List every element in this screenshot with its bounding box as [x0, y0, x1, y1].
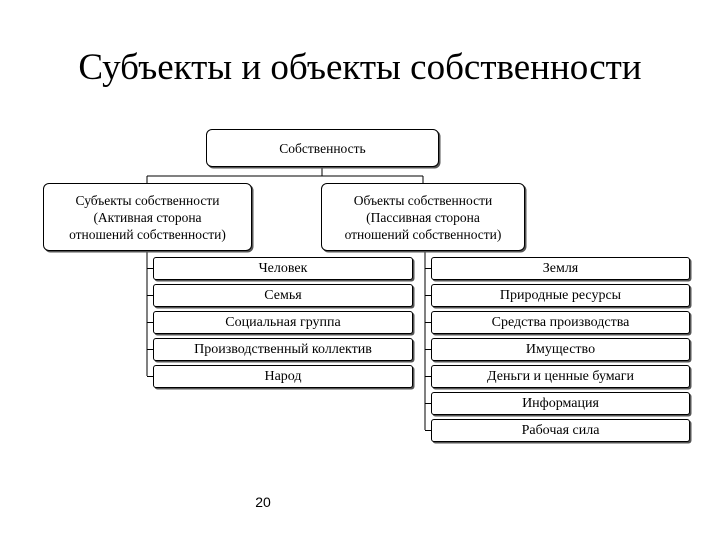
- objects-line-1: Объекты собственности: [353, 192, 493, 208]
- objects-item-label: Рабочая сила: [521, 423, 600, 438]
- objects-item: Имущество: [431, 338, 690, 361]
- objects-item: Средства производства: [431, 311, 690, 334]
- objects-item-label: Информация: [522, 396, 599, 411]
- objects-item-label: Природные ресурсы: [499, 288, 622, 303]
- objects-item-label: Деньги и ценные бумаги: [487, 369, 634, 384]
- subjects-line-1: Субъекты собственности: [75, 192, 220, 208]
- subjects-item: Семья: [153, 284, 413, 307]
- objects-item: Природные ресурсы: [431, 284, 690, 307]
- objects-item: Земля: [431, 257, 690, 280]
- subjects-line-3: отношений собственности): [69, 226, 226, 242]
- subjects-box: Субъекты собственности (Активная сторона…: [43, 183, 252, 251]
- subjects-item: Производственный коллектив: [153, 338, 413, 361]
- root-box-property: Собственность: [206, 129, 439, 167]
- objects-box: Объекты собственности (Пассивная сторона…: [321, 183, 525, 251]
- subjects-item-label: Народ: [264, 369, 302, 384]
- objects-line-2: (Пассивная сторона: [366, 209, 480, 225]
- objects-item: Информация: [431, 392, 690, 415]
- subjects-line-2: (Активная сторона: [93, 209, 202, 225]
- objects-item-label: Земля: [542, 261, 579, 276]
- subjects-item: Человек: [153, 257, 413, 280]
- page-number: 20: [255, 494, 271, 510]
- objects-item-label: Средства производства: [491, 315, 630, 330]
- subjects-item-label: Семья: [264, 288, 302, 303]
- objects-line-3: отношений собственности): [344, 226, 502, 242]
- objects-item: Деньги и ценные бумаги: [431, 365, 690, 388]
- root-label: Собственность: [279, 140, 366, 156]
- subjects-item-label: Производственный коллектив: [194, 342, 372, 357]
- objects-item-label: Имущество: [525, 342, 596, 357]
- subjects-item-label: Человек: [258, 261, 308, 276]
- subjects-item: Народ: [153, 365, 413, 388]
- slide-title: Субъекты и объекты собственности: [78, 47, 642, 88]
- subjects-item-label: Социальная группа: [225, 315, 341, 330]
- objects-item: Рабочая сила: [431, 419, 690, 442]
- subjects-item: Социальная группа: [153, 311, 413, 334]
